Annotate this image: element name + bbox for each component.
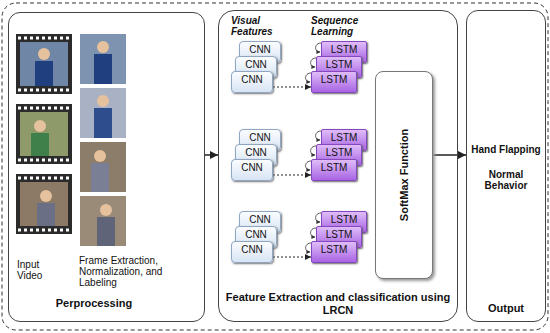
film-frame <box>16 34 72 94</box>
column-heading: Sequence Learning <box>311 15 373 37</box>
child-head <box>38 48 50 60</box>
child-head <box>97 95 109 107</box>
box-label: LSTM <box>312 160 356 173</box>
box-label: LSTM <box>312 242 356 255</box>
lstm-box: LSTM <box>311 71 357 93</box>
box-label: LSTM <box>317 57 361 70</box>
child-body <box>37 203 55 226</box>
class-label: Normal Behavior <box>468 169 544 191</box>
film-sprockets <box>18 107 70 110</box>
box-label: CNN <box>232 72 272 85</box>
output-panel: Hand FlappingNormal BehaviorOutput <box>466 10 546 322</box>
box-label: CNN <box>240 212 280 225</box>
film-sprockets <box>18 37 70 40</box>
child-body <box>94 108 112 138</box>
child-head <box>97 41 109 53</box>
box-label: CNN <box>236 57 276 70</box>
child-head <box>94 150 106 162</box>
lstm-box: LSTM <box>311 159 357 181</box>
lstm-box: LSTM <box>311 241 357 263</box>
child-body <box>94 54 112 84</box>
film-sprockets <box>18 177 70 180</box>
child-body <box>35 61 53 86</box>
box-label: LSTM <box>317 227 361 240</box>
cnn-box: CNN <box>231 241 273 263</box>
panel-caption: Perprocessing <box>29 297 159 310</box>
video-still <box>20 112 68 156</box>
flow-arrow <box>205 154 218 156</box>
box-label: CNN <box>236 145 276 158</box>
flow-arrow <box>433 154 466 156</box>
child-body <box>97 217 115 246</box>
child-head <box>100 204 112 216</box>
softmax-box: SoftMax Function <box>375 71 433 279</box>
video-still <box>20 182 68 226</box>
box-label: CNN <box>240 130 280 143</box>
child-head <box>34 120 46 132</box>
frame-photo <box>80 34 126 84</box>
panel-caption: Output <box>468 302 544 315</box>
step-label: Frame Extraction, Normalization, and Lab… <box>79 255 179 288</box>
box-label: LSTM <box>322 130 366 143</box>
child-body <box>31 133 49 156</box>
film-sprockets <box>18 159 70 162</box>
column-heading: Visual Features <box>231 15 285 37</box>
box-label: CNN <box>232 242 272 255</box>
film-sprockets <box>18 229 70 232</box>
box-label: LSTM <box>322 212 366 225</box>
frame-photo <box>80 196 126 246</box>
class-label: Hand Flapping <box>468 144 544 155</box>
child-body <box>91 163 109 192</box>
sequence-arrow <box>273 257 311 258</box>
input-label: Input Video <box>17 259 65 281</box>
outer-dashed-frame <box>2 3 548 330</box>
box-label: CNN <box>232 160 272 173</box>
cnn-box: CNN <box>231 159 273 181</box>
video-still <box>20 42 68 86</box>
frame-photo <box>80 88 126 138</box>
film-frame <box>16 104 72 164</box>
film-frame <box>16 174 72 234</box>
sequence-arrow <box>273 175 311 176</box>
box-label: LSTM <box>312 72 356 85</box>
box-label: LSTM <box>317 145 361 158</box>
box-label: CNN <box>236 227 276 240</box>
frame-photo <box>80 142 126 192</box>
cnn-box: CNN <box>231 71 273 93</box>
box-label: SoftMax Function <box>398 129 411 221</box>
panel-caption: Feature Extraction and classification us… <box>223 291 453 317</box>
film-sprockets <box>18 89 70 92</box>
sequence-arrow <box>273 87 311 88</box>
lrcn-panel: Visual Features Sequence LearningFeature … <box>218 10 458 322</box>
box-label: CNN <box>240 42 280 55</box>
child-head <box>40 190 52 202</box>
box-label: LSTM <box>322 42 366 55</box>
preprocessing-panel: Input Video Frame Extraction, Normalizati… <box>8 12 205 322</box>
